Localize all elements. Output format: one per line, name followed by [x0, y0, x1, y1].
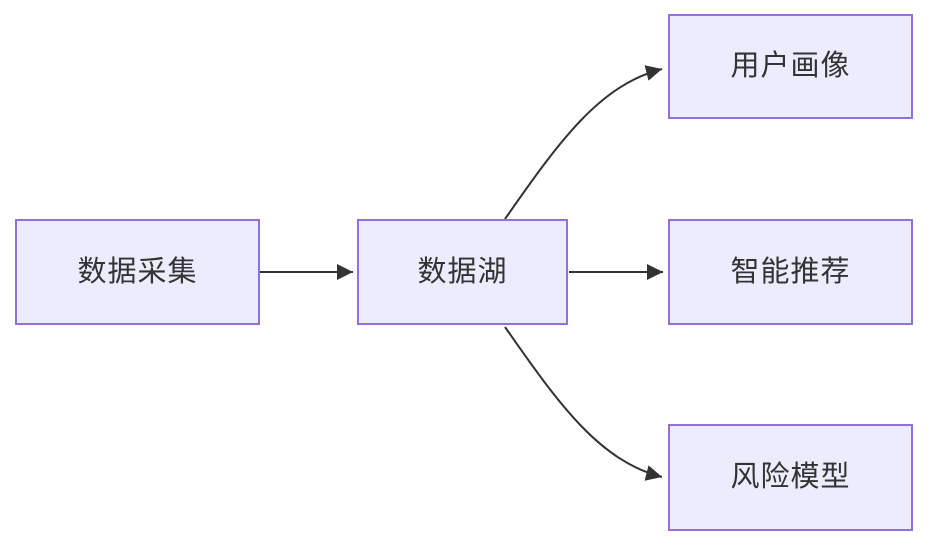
- node-data-collection-label: 数据采集: [77, 255, 198, 288]
- node-user-profile-label: 用户画像: [730, 50, 851, 82]
- node-smart-recommendation-label: 智能推荐: [730, 255, 851, 288]
- node-user-profile: 用户画像: [668, 14, 913, 119]
- node-risk-model: 风险模型: [668, 424, 913, 531]
- node-smart-recommendation: 智能推荐: [668, 219, 913, 325]
- edge-lake-to-profile: [504, 65, 663, 220]
- edge-lake-to-risk: [504, 326, 663, 481]
- node-risk-model-label: 风险模型: [730, 461, 851, 493]
- node-data-collection: 数据采集: [15, 219, 260, 325]
- node-data-lake-label: 数据湖: [417, 255, 508, 288]
- node-data-lake: 数据湖: [357, 219, 568, 325]
